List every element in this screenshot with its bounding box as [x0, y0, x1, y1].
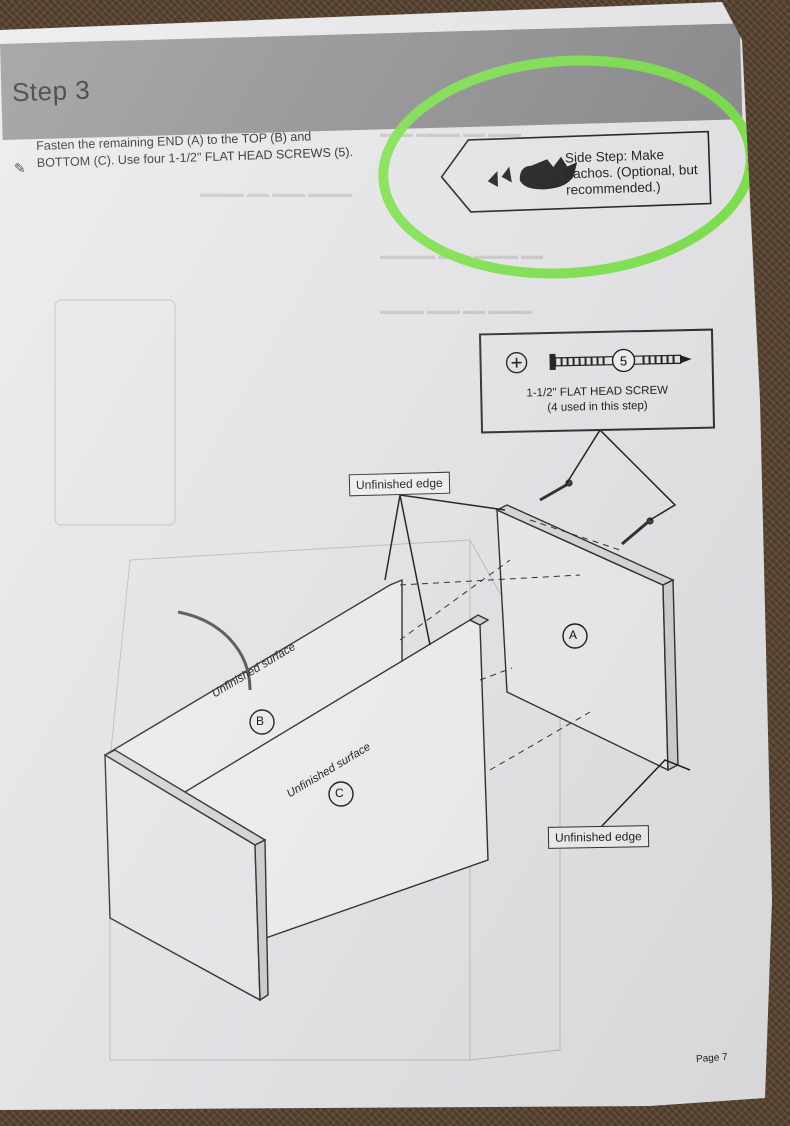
ghost-hardware-panel	[54, 299, 176, 526]
screw-label: 1-1/2" FLAT HEAD SCREW (4 used in this s…	[482, 383, 713, 418]
phillips-icon	[505, 351, 528, 374]
screw-number-circle	[611, 348, 636, 373]
side-step-box: Side Step: Make nachos. (Optional, but r…	[438, 122, 713, 227]
pointer-line	[399, 494, 506, 511]
label-a-circle	[562, 623, 588, 649]
panel-a-label: A	[569, 628, 578, 642]
pointer-line	[399, 494, 431, 646]
screw-guide-line	[489, 711, 591, 771]
panel-c-edge	[468, 614, 490, 626]
pointer-line	[599, 759, 691, 829]
page-number: Page 7	[695, 1051, 729, 1066]
side-step-frame	[440, 130, 712, 213]
screw-guide-line	[479, 667, 513, 681]
step-title: Step 3	[11, 74, 91, 108]
pushpin-icon: ✎	[13, 159, 26, 177]
label-c-circle	[328, 781, 354, 807]
unfinished-edge-callout-bottom: Unfinished edge	[547, 825, 649, 849]
screws	[539, 479, 654, 546]
screw-guides	[399, 519, 621, 771]
panel-a	[495, 504, 679, 772]
screw-pointer-lines	[564, 429, 677, 521]
label-b-circle	[249, 709, 275, 735]
unfinished-edge-callout-top: Unfinished edge	[348, 471, 451, 497]
cable-icon	[177, 610, 252, 691]
screw-right	[621, 517, 654, 546]
front-end-panel	[103, 749, 269, 1002]
pointer-line	[384, 494, 401, 581]
unfinished-edge-pointers	[384, 494, 691, 829]
screw-guide-line	[399, 559, 511, 641]
hardware-box: 5 1-1/2" FLAT HEAD SCREW (4 used in this…	[478, 328, 716, 434]
screw-guide-line	[399, 574, 581, 586]
front-end-panel-side-edge	[254, 838, 269, 1002]
panel-b-label: B	[256, 714, 265, 728]
panel-c-label: C	[335, 786, 344, 800]
screw-guide-line	[529, 519, 621, 551]
screw-illustration: 5	[505, 348, 692, 374]
screw-number: 5	[620, 353, 628, 368]
nachos-icon	[487, 156, 578, 190]
